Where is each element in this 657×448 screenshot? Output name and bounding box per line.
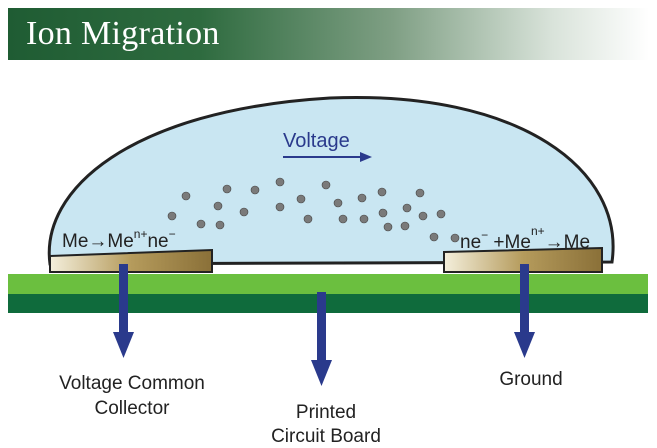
left-reaction-superscript: n+ (134, 227, 148, 241)
right-reaction-suffix: →Me (545, 232, 590, 253)
water-droplet (47, 95, 615, 266)
right-reaction-prefix: ne (460, 232, 481, 253)
right-reaction-superscript: n+ (531, 224, 545, 238)
right-electrode-label: Ground (499, 369, 562, 390)
ion-dot (400, 221, 410, 231)
ion-dot (418, 211, 428, 221)
left-electrode-label-line2: Collector (95, 398, 171, 419)
right-reaction-prefix-superscript: − (481, 228, 488, 242)
ion-dot (213, 201, 223, 211)
voltage-arrow (283, 152, 372, 162)
ion-dot (250, 185, 260, 195)
ion-dot (383, 222, 393, 232)
ion-dot (275, 202, 285, 212)
left-down-arrow (113, 264, 134, 358)
ion-dot (239, 207, 249, 217)
pcb-top-layer (8, 274, 648, 294)
ion-dot (377, 187, 387, 197)
ion-dot (402, 203, 412, 213)
ion-dot (275, 177, 285, 187)
ion-dot (436, 209, 446, 219)
ion-dot (196, 219, 206, 229)
ion-dot (215, 220, 225, 230)
ion-dot (357, 193, 367, 203)
pcb-label-line2: Circuit Board (271, 426, 381, 447)
right-reaction-label: ne− +Men+→Me (460, 224, 590, 253)
page-title: Ion Migration (26, 15, 220, 52)
right-down-arrow (514, 264, 535, 358)
left-reaction-suffix-superscript: − (169, 227, 176, 241)
voltage-label: Voltage (283, 130, 350, 152)
ion-dot (359, 214, 369, 224)
right-electrode (443, 246, 603, 273)
ion-dot (303, 214, 313, 224)
ion-dot (415, 188, 425, 198)
left-reaction-base: Me→Me (62, 231, 134, 252)
center-down-arrow (311, 292, 332, 386)
right-reaction-middle: +Me (488, 232, 531, 253)
left-electrode (49, 248, 213, 273)
ion-dot (338, 214, 348, 224)
ion-dot (321, 180, 331, 190)
left-reaction-suffix: ne (147, 231, 168, 252)
ion-dot (167, 211, 177, 221)
ion-dot (429, 232, 439, 242)
ion-dot (222, 184, 232, 194)
left-reaction-label: Me→Men+ne− (62, 227, 176, 252)
ion-dot (333, 198, 343, 208)
pcb-bottom-layer (8, 294, 648, 313)
title-banner: Ion Migration (8, 8, 649, 60)
ion-dot (296, 194, 306, 204)
ion-dot (378, 208, 388, 218)
left-electrode-label-line1: Voltage Common (59, 373, 205, 394)
ion-dot (181, 191, 191, 201)
ion-dot (450, 233, 460, 243)
pcb-label-line1: Printed (296, 402, 356, 423)
metal-ions (167, 177, 460, 243)
